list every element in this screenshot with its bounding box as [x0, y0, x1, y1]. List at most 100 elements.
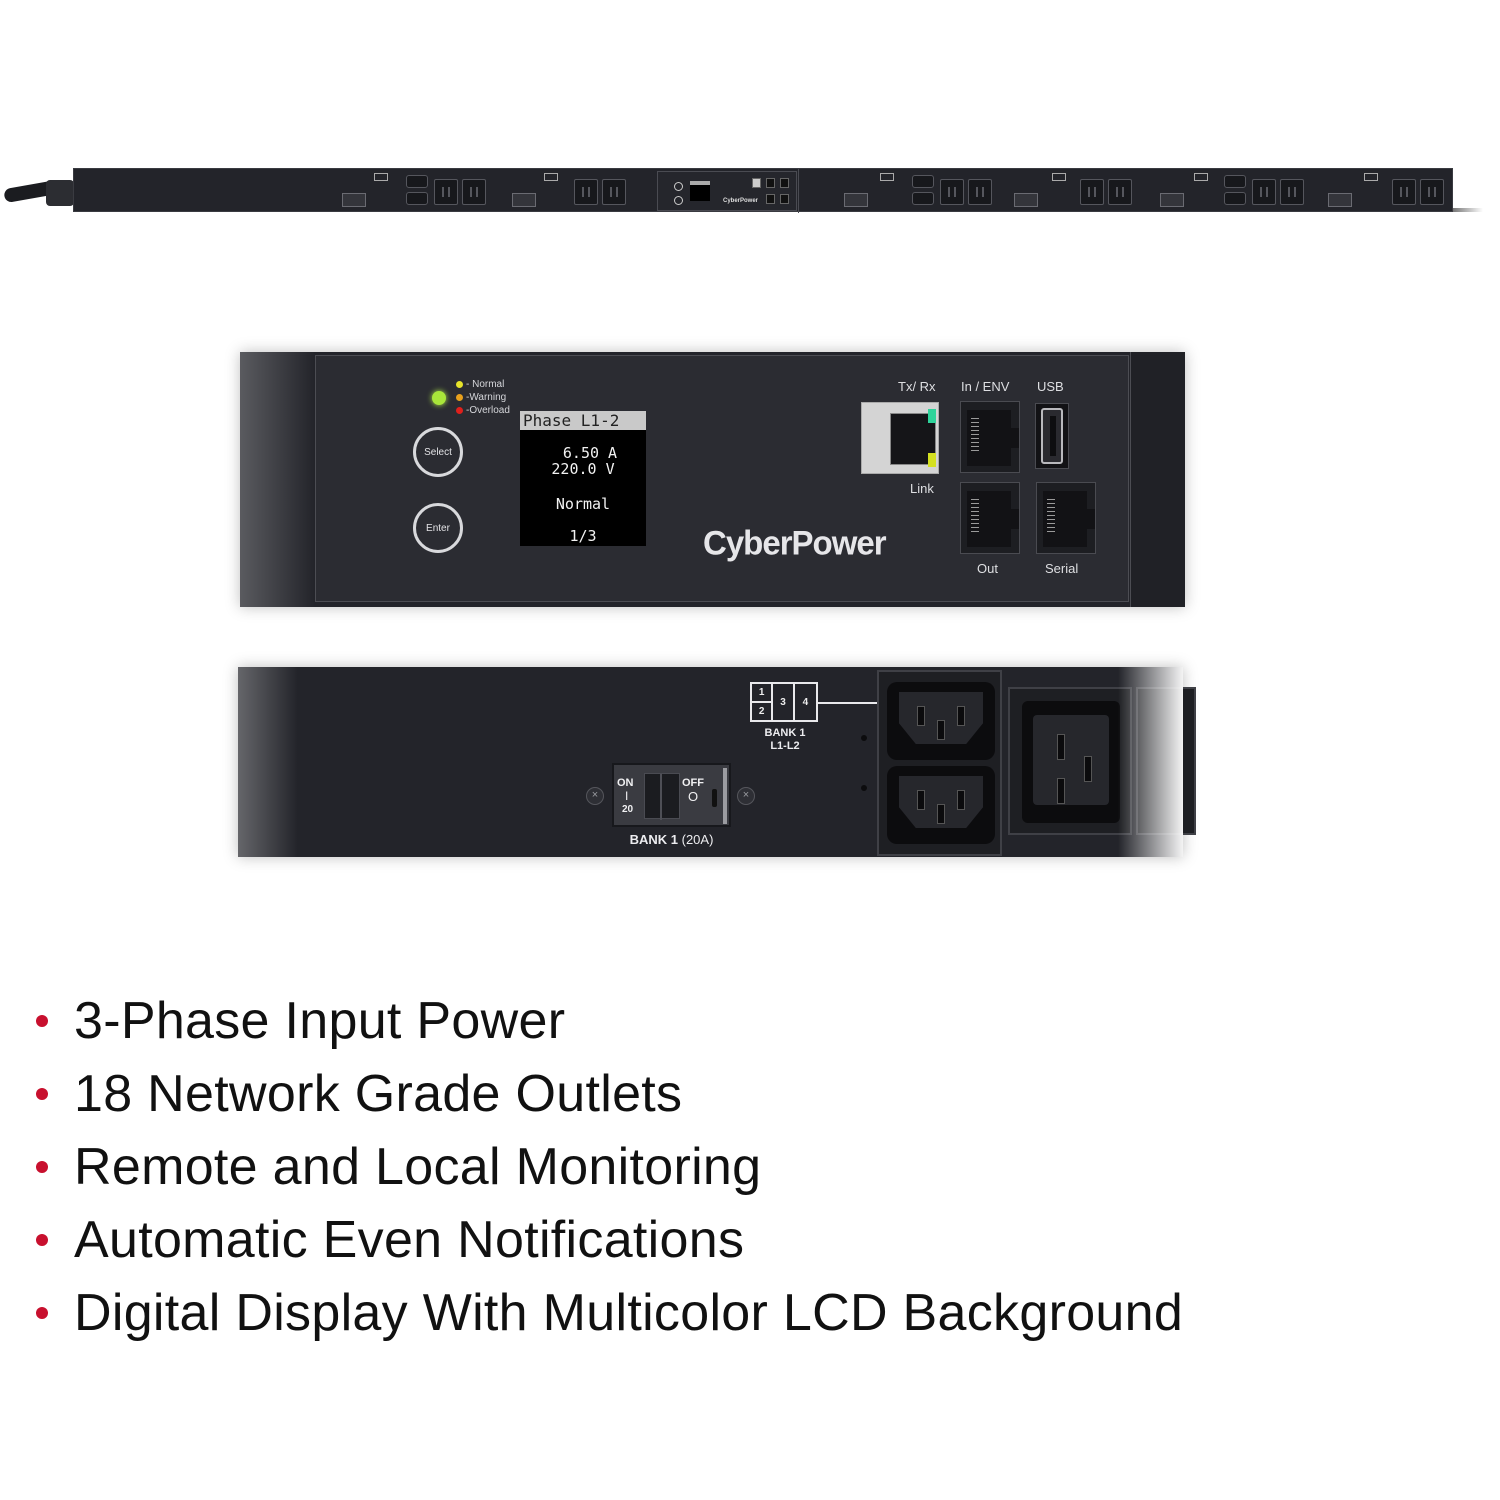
legend-overload: -Overload — [456, 405, 510, 416]
circuit-breaker[interactable]: ON I 20 OFF O — [612, 763, 731, 827]
ethernet-port[interactable] — [861, 402, 939, 474]
mini-eth-port — [752, 178, 761, 188]
bullet-icon — [36, 1306, 48, 1319]
outlet-slot — [1057, 778, 1065, 804]
screw-icon: × — [586, 787, 604, 805]
mini-outlet-c19 — [574, 179, 598, 205]
port-pins — [971, 418, 979, 454]
lcd-current: 6.50 A — [562, 444, 618, 462]
usb-port[interactable] — [1035, 403, 1069, 469]
screw-icon: × — [737, 787, 755, 805]
port-pins — [971, 499, 979, 535]
breaker-off-symbol: O — [688, 789, 699, 804]
breaker-bank-rating: (20A) — [681, 832, 714, 847]
feature-item: Automatic Even Notifications — [36, 1203, 1183, 1276]
outlet-map-bank-label: BANK 1 — [764, 727, 806, 739]
mini-outlet-c19 — [1108, 179, 1132, 205]
mini-outlet-c13 — [912, 192, 934, 205]
env-out-label: Out — [977, 561, 998, 576]
outlet-slot — [937, 804, 945, 824]
mini-outlet-c19 — [602, 179, 626, 205]
outlet-slot — [917, 790, 925, 810]
outlet-slot — [1057, 734, 1065, 760]
txrx-led — [928, 409, 936, 423]
mini-controller: CyberPower — [657, 171, 797, 211]
bank-shade — [238, 667, 298, 857]
mini-breaker — [1014, 193, 1038, 207]
yellow-dot-icon — [456, 381, 463, 388]
pdu-strip-body: CyberPower — [73, 168, 1453, 213]
breaker-on-label: ON — [617, 777, 634, 789]
status-led — [432, 391, 446, 405]
env-in-jack — [967, 410, 1019, 466]
mini-outlet-c13 — [912, 175, 934, 188]
mini-outlet-map — [1052, 173, 1066, 181]
mini-outlet-map — [880, 173, 894, 181]
mini-outlet-c19 — [462, 179, 486, 205]
mini-breaker — [1328, 193, 1352, 207]
legend-warning: -Warning — [456, 392, 506, 403]
outlet-slot — [957, 706, 965, 726]
select-button[interactable]: Select — [413, 427, 463, 477]
mini-outlet-c19 — [1420, 179, 1444, 205]
legend-normal: - Normal — [456, 379, 504, 390]
mini-outlet-c13 — [406, 175, 428, 188]
red-dot-icon — [456, 407, 463, 414]
usb-shell — [1041, 408, 1063, 464]
mount-hole — [861, 785, 867, 791]
enter-button[interactable]: Enter — [413, 503, 463, 553]
usb-label: USB — [1037, 379, 1064, 394]
usb-tongue — [1050, 416, 1056, 456]
outlet-map-cell-1: 1 — [752, 684, 772, 703]
control-panel-closeup — [240, 352, 1185, 607]
c13-outlet-pair — [877, 670, 1002, 856]
mini-breaker — [512, 193, 536, 207]
mini-breaker — [844, 193, 868, 207]
mini-outlet-map — [1194, 173, 1208, 181]
mini-outlet-c13 — [406, 192, 428, 205]
env-out-jack — [967, 491, 1019, 547]
feature-item: Digital Display With Multicolor LCD Back… — [36, 1276, 1183, 1349]
feature-text: Remote and Local Monitoring — [74, 1137, 762, 1196]
breaker-rating: 20 — [622, 804, 634, 815]
mini-outlet-c19 — [1392, 179, 1416, 205]
lcd-display: Phase L1-2 6.50 A 220.0 V Normal 1/3 — [520, 411, 646, 546]
env-in-port[interactable] — [960, 401, 1020, 473]
legend-normal-label: - Normal — [466, 379, 505, 390]
mini-outlet-c19 — [1280, 179, 1304, 205]
bullet-icon — [36, 1233, 48, 1246]
amber-dot-icon — [456, 394, 463, 401]
outlet-map-col-12: 1 2 — [752, 684, 774, 720]
outlet-slot — [957, 790, 965, 810]
bullet-icon — [36, 1160, 48, 1173]
c13-outlet[interactable] — [887, 766, 995, 844]
c13-outlet[interactable] — [887, 682, 995, 760]
link-led — [928, 453, 936, 467]
mini-usb-port — [780, 178, 789, 188]
outlet-map-phase-label: L1-L2 — [770, 740, 800, 752]
pdu-full-view: CyberPower — [0, 160, 1500, 220]
cyberpower-logo: CyberPower — [703, 523, 887, 562]
c19-outlet[interactable] — [1008, 687, 1132, 835]
segment-divider — [798, 169, 799, 213]
mini-serial-port — [780, 194, 789, 204]
serial-jack — [1043, 491, 1095, 547]
mini-breaker — [1160, 193, 1184, 207]
bank-fade — [1118, 667, 1183, 857]
mini-outlet-c13 — [1224, 192, 1246, 205]
mini-outlet-c19 — [968, 179, 992, 205]
legend-warning-label: -Warning — [466, 392, 507, 403]
txrx-label: Tx/ Rx — [898, 379, 936, 394]
strip-shadow — [1453, 208, 1483, 212]
feature-text: 18 Network Grade Outlets — [74, 1064, 683, 1123]
outlet-map-cell-2: 2 — [758, 706, 765, 717]
lcd-title: Phase L1-2 — [520, 411, 646, 430]
mini-env-out-port — [766, 194, 775, 204]
outlet-slot — [917, 706, 925, 726]
link-label: Link — [910, 481, 934, 496]
env-out-port[interactable] — [960, 482, 1020, 554]
breaker-on-symbol: I — [625, 789, 629, 803]
serial-port[interactable] — [1036, 482, 1096, 554]
mini-outlet-c19 — [1252, 179, 1276, 205]
breaker-rocker-switch[interactable] — [644, 773, 680, 820]
